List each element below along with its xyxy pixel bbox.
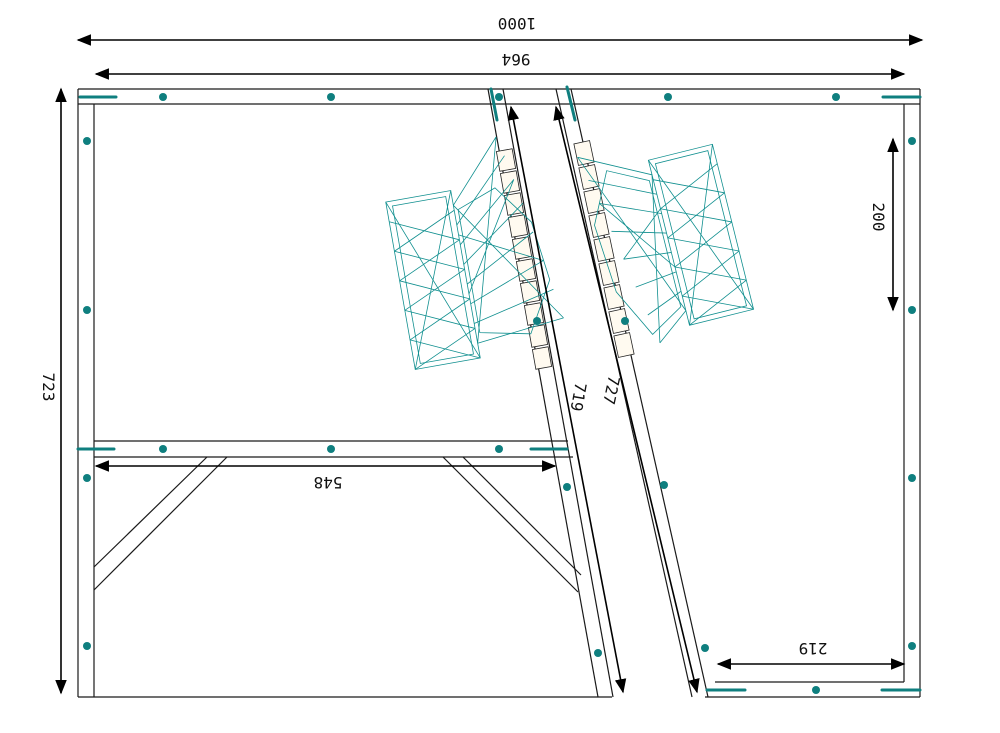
brace-left-b — [93, 456, 228, 591]
bolt-hole-icon — [594, 649, 602, 657]
dim-left-rail-label: 719 — [567, 381, 591, 413]
bolt-hole-icon — [812, 686, 820, 694]
bolt-bar-icon — [489, 87, 499, 122]
bolt-hole-icon — [621, 317, 629, 325]
dim-right-offset-label: 200 — [869, 203, 888, 232]
dim-overall-height-label: 723 — [39, 373, 58, 402]
frame — [77, 88, 921, 698]
dim-inner-width-label: 964 — [502, 50, 531, 69]
bolt-bars — [76, 85, 922, 692]
bolt-hole-icon — [83, 474, 91, 482]
block — [598, 260, 620, 286]
bolt-hole-icon — [159, 93, 167, 101]
bolt-hole-icon — [327, 93, 335, 101]
bolt-holes — [83, 93, 916, 694]
bolt-hole-icon — [327, 445, 335, 453]
dim-right-rail-label: 727 — [599, 374, 624, 406]
block — [527, 324, 549, 348]
bolt-hole-icon — [495, 445, 503, 453]
conveyor-blocks — [495, 140, 635, 370]
bolt-hole-icon — [908, 642, 916, 650]
bolt-hole-icon — [83, 642, 91, 650]
bolt-hole-icon — [533, 317, 541, 325]
bolt-hole-icon — [908, 306, 916, 314]
bolt-hole-icon — [495, 93, 503, 101]
bolt-hole-icon — [83, 137, 91, 145]
dim-bottom-right-label: 219 — [799, 639, 828, 658]
block — [515, 258, 537, 282]
block — [578, 164, 600, 190]
block — [507, 214, 529, 238]
brace-right-b — [462, 456, 582, 576]
bolt-hole-icon — [660, 481, 668, 489]
block — [593, 236, 615, 262]
dimension-labels: 1000 964 723 548 719 727 200 219 — [39, 14, 888, 658]
bolt-hole-icon — [832, 93, 840, 101]
bolt-hole-icon — [83, 306, 91, 314]
bolt-hole-icon — [701, 644, 709, 652]
block — [583, 188, 605, 214]
bolt-hole-icon — [159, 445, 167, 453]
block — [495, 148, 517, 172]
bolt-hole-icon — [908, 137, 916, 145]
bolt-hole-icon — [908, 474, 916, 482]
bolt-hole-icon — [563, 483, 571, 491]
block — [588, 212, 610, 238]
block — [531, 346, 553, 370]
bolt-hole-icon — [664, 93, 672, 101]
dim-line-right-rail — [553, 105, 700, 694]
block — [573, 140, 595, 166]
brace-left-a — [93, 456, 208, 568]
dimensions — [55, 34, 924, 695]
block — [613, 332, 635, 358]
dim-overall-width-label: 1000 — [498, 14, 537, 33]
dim-shelf-label: 548 — [314, 473, 343, 492]
